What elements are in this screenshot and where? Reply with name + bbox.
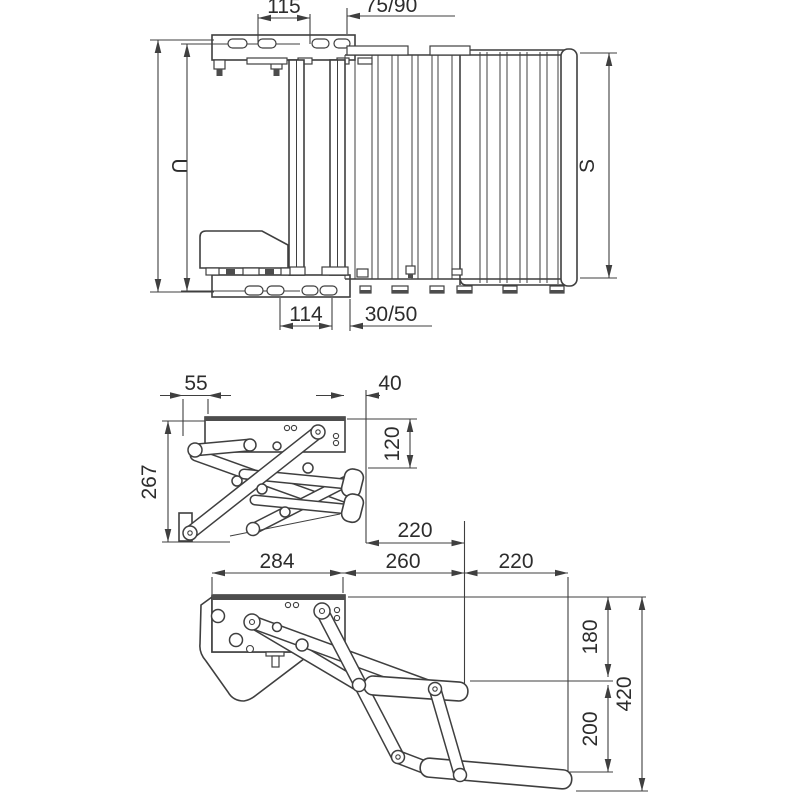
folded-side-view: 267 55 40 120 220 (138, 372, 466, 686)
dim-label-220-folded: 220 (397, 519, 432, 542)
top-view: U 115 75/90 S 114 (150, 0, 617, 331)
dim-s: S (576, 52, 617, 279)
dim-label-30-50: 30/50 (365, 303, 418, 326)
dim-label-115: 115 (267, 0, 300, 18)
dim-115: 115 (257, 0, 311, 44)
folded-step-cap-2 (340, 493, 365, 524)
dim-220-folded: 220 (366, 519, 466, 686)
dim-label-180: 180 (579, 619, 602, 654)
dim-label-260: 260 (385, 550, 420, 573)
dim-55: 55 (160, 372, 231, 436)
dim-75-90: 75/90 (346, 0, 455, 34)
dim-30-50: 30/50 (349, 299, 432, 331)
motor-housing (199, 230, 294, 276)
tread-feet (359, 285, 565, 294)
dim-label-s: S (576, 159, 599, 173)
lower-step (419, 757, 573, 790)
dim-label-55: 55 (184, 372, 207, 395)
upper-step (363, 675, 469, 702)
dim-label-420: 420 (613, 676, 636, 711)
dim-u: U (150, 39, 214, 293)
scissor-mechanism-extended (210, 601, 573, 790)
dim-label-220-extended: 220 (498, 550, 533, 573)
dim-40: 40 (316, 372, 402, 543)
dim-label-u: U (167, 158, 190, 173)
dim-120: 120 (347, 418, 417, 469)
dim-180-200-420: 180 200 420 (348, 596, 648, 792)
dim-267: 267 (138, 420, 230, 543)
step-tread (344, 45, 578, 294)
dim-label-120: 120 (381, 426, 404, 461)
dim-label-200: 200 (579, 711, 602, 746)
tread-edge-cap (560, 48, 578, 287)
dim-label-40: 40 (378, 372, 401, 395)
dim-label-267: 267 (138, 464, 161, 499)
bracket-slots-bottom (244, 285, 338, 296)
motor-feet (205, 267, 294, 276)
dim-label-114: 114 (289, 303, 323, 326)
bracket-slots-top (227, 38, 351, 49)
bracket-cheek (199, 595, 316, 702)
extended-side-view: 284 260 220 180 200 420 (199, 550, 648, 792)
scissor-mechanism-folded (182, 424, 365, 541)
guide-rails (288, 59, 346, 276)
dim-284-260-220: 284 260 220 (211, 550, 569, 771)
dim-label-75-90: 75/90 (365, 0, 418, 17)
dim-114: 114 (279, 298, 333, 330)
dim-label-284: 284 (259, 550, 294, 573)
